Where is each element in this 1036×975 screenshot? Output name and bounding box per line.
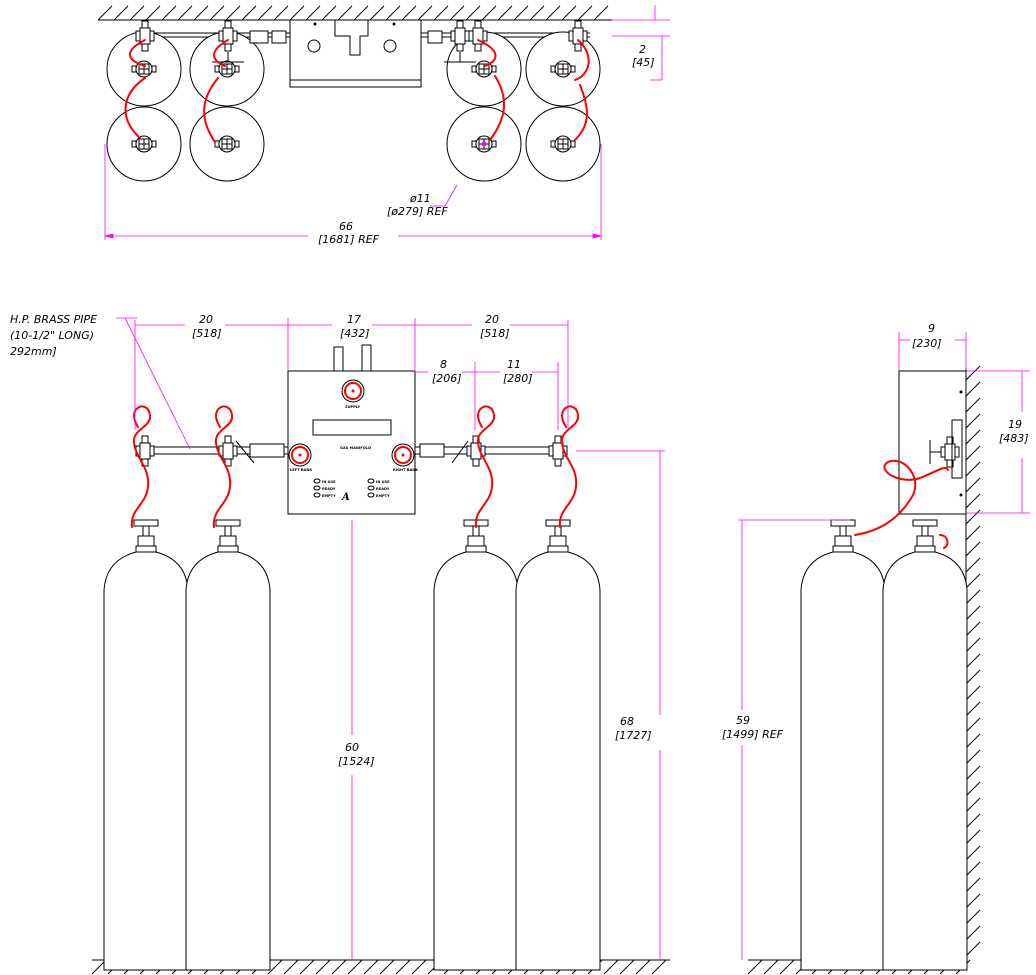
left-bank-label: LEFT BANK (290, 468, 312, 472)
front-view: SUPPLY GAS MANIFOLD LEFT BANK RIGHT BANK… (10, 313, 670, 975)
right-bank-label: RIGHT BANK (393, 468, 418, 472)
dim-panel-to-valve-metric: [206] (432, 372, 462, 385)
dim-panel-depth-value: 9 (928, 322, 935, 335)
dim-cylinder-dia-metric: [ø279] REF (387, 205, 448, 218)
dim-header-height-metric: [1727] (615, 729, 652, 742)
top-pigtails (124, 39, 590, 143)
panel-title: GAS MANIFOLD (340, 446, 371, 450)
front-pigtail-4 (558, 405, 580, 528)
top-cylinder-8 (525, 106, 601, 182)
left-indicators: IN USE READY EMPTY (313, 478, 336, 498)
dim-valve-spacing-value: 11 (507, 358, 521, 371)
front-cylinder-2 (185, 519, 271, 971)
side-pigtail (854, 459, 949, 549)
front-pigtail-2 (212, 405, 234, 528)
dim-cylinder-height-metric: [1499] REF (722, 728, 784, 741)
dim-offset-metric: [45] (632, 56, 655, 69)
top-manifold-panel (289, 19, 422, 88)
pipe-note-line2: (10-1/2" LONG) (10, 329, 94, 342)
supply-gauge-label: SUPPLY (345, 405, 361, 409)
side-wall-hatch (965, 365, 981, 957)
dim-panel-height-side-metric: [483] (999, 432, 1029, 445)
panel-display (312, 419, 392, 436)
front-valve-3 (466, 435, 486, 467)
dim-right-spacing-metric: [518] (480, 327, 510, 340)
top-view: 2 [45] ø11 [ø279] REF 66 [1681] REF (97, 5, 670, 246)
dim-panel-height-value: 60 (345, 741, 359, 754)
dim-offset-value: 2 (639, 43, 646, 56)
top-dimensions (104, 5, 670, 240)
dim-valve-spacing-metric: [280] (503, 372, 533, 385)
svg-text:EMPTY: EMPTY (376, 494, 390, 498)
front-manifold-panel: SUPPLY GAS MANIFOLD LEFT BANK RIGHT BANK… (287, 344, 418, 515)
top-cylinder-4 (525, 31, 601, 107)
svg-text:IN USE: IN USE (322, 480, 336, 484)
top-wall-hatch (97, 5, 609, 21)
right-indicators: IN USE READY EMPTY (367, 478, 390, 498)
front-valve-2 (218, 435, 238, 467)
top-cylinder-5 (106, 106, 182, 182)
front-cylinder-4 (515, 519, 601, 971)
svg-text:EMPTY: EMPTY (322, 494, 336, 498)
side-cylinder-1 (800, 519, 886, 971)
dim-left-spacing-value: 20 (199, 313, 213, 326)
side-cylinder-2 (882, 519, 968, 971)
dim-panel-depth-metric: [230] (912, 337, 942, 350)
dim-overall-width-metric: [1681] REF (318, 233, 380, 246)
dim-panel-width-metric: [432] (340, 327, 370, 340)
dim-header-height-value: 68 (620, 715, 634, 728)
pipe-note-line1: H.P. BRASS PIPE (10, 313, 97, 326)
dim-cylinder-dia-value: ø11 (409, 192, 431, 205)
dim-panel-height-side-value: 19 (1008, 418, 1022, 431)
panel-logo: A (341, 492, 350, 503)
front-valve-1 (135, 435, 155, 467)
dim-right-spacing-value: 20 (485, 313, 499, 326)
top-cylinder-6 (189, 106, 265, 182)
dim-panel-height-metric: [1524] (338, 755, 375, 768)
svg-text:READY: READY (376, 487, 390, 491)
dim-panel-to-valve-value: 8 (440, 358, 447, 371)
dim-panel-width-value: 17 (347, 313, 361, 326)
side-manifold-panel (898, 370, 967, 515)
dim-left-spacing-metric: [518] (192, 327, 222, 340)
dim-overall-width-value: 66 (339, 220, 353, 233)
pipe-note-line3: 292mm] (10, 345, 57, 358)
dim-cylinder-height-value: 59 (736, 714, 750, 727)
svg-text:READY: READY (322, 487, 336, 491)
front-pigtail-1 (130, 405, 152, 528)
front-cylinder-3 (433, 519, 519, 971)
front-dimensions (116, 317, 665, 960)
side-dimensions (738, 332, 1030, 960)
side-view: 9 [230] 19 [483] 59 [1499] REF (722, 322, 1030, 975)
svg-text:IN USE: IN USE (376, 480, 390, 484)
front-pigtail-3 (474, 405, 496, 528)
front-cylinder-1 (103, 519, 189, 971)
